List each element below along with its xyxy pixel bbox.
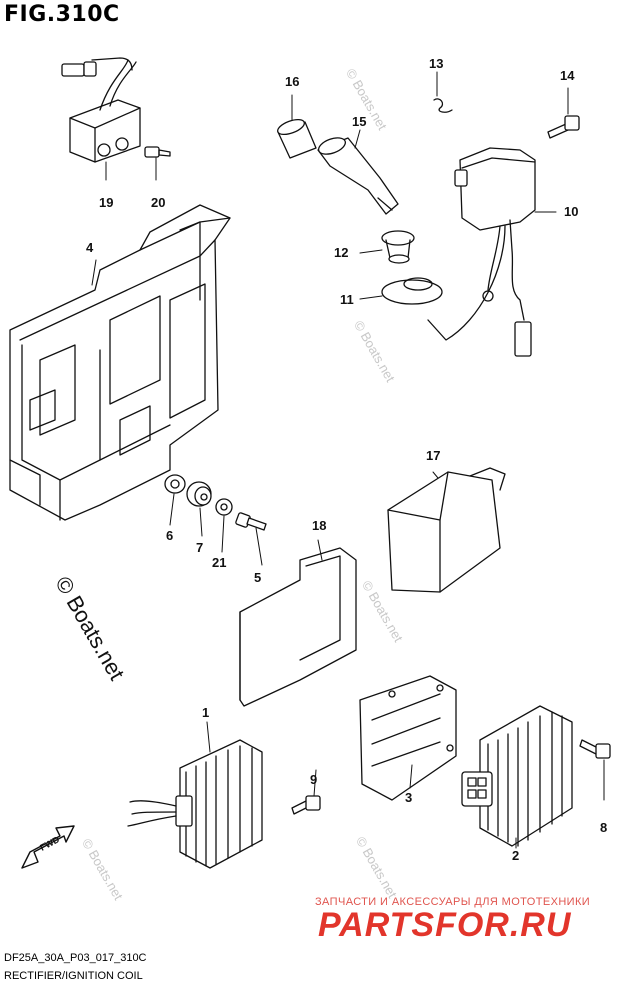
bolt-14-drawing	[547, 115, 580, 139]
forward-arrow-icon: FWD	[21, 825, 75, 869]
electrical-box-4-drawing	[9, 204, 231, 521]
callout-10: 10	[564, 204, 579, 219]
bracket-3-drawing	[359, 675, 457, 801]
callout-20: 20	[151, 195, 166, 210]
cushion-18-drawing	[239, 547, 357, 707]
callout-5: 5	[254, 570, 262, 585]
callout-15: 15	[352, 114, 367, 129]
screw-20-drawing	[144, 146, 171, 158]
shop-tagline: ЗАПЧАСТИ И АКСЕССУАРЫ ДЛЯ МОТОТЕХНИКИ	[315, 896, 591, 908]
callout-11: 11	[340, 292, 354, 307]
plug-cap-15-drawing	[317, 137, 399, 215]
regulator-2-drawing	[461, 705, 573, 847]
callout-4: 4	[86, 240, 94, 255]
nut-6-drawing	[164, 474, 186, 494]
ignition-coil-10-drawing	[427, 147, 536, 357]
washer-21-drawing	[215, 498, 233, 516]
callout-6: 6	[166, 528, 174, 543]
callout-2: 2	[512, 848, 520, 863]
callout-12: 12	[334, 245, 349, 260]
figure-caption: RECTIFIER/IGNITION COIL	[4, 970, 143, 982]
figure-title: FIG.310C	[4, 2, 120, 27]
callout-8: 8	[600, 820, 608, 835]
relay-19-drawing	[61, 57, 141, 163]
shop-logo: PARTSFOR.RU	[318, 906, 572, 944]
leader-lines	[91, 71, 605, 849]
callout-9: 9	[310, 772, 318, 787]
grommet-7-drawing	[186, 481, 212, 507]
callout-14: 14	[560, 68, 575, 83]
callout-18: 18	[312, 518, 327, 533]
bolt-8-drawing	[579, 739, 611, 759]
callout-7: 7	[196, 540, 204, 555]
bolt-5-drawing	[235, 512, 267, 531]
callout-1: 1	[202, 705, 210, 720]
bolt-9-drawing	[291, 795, 321, 815]
clip-13-drawing	[433, 98, 453, 113]
cdi-unit-17-drawing	[387, 467, 506, 593]
grommet-11-drawing	[381, 277, 443, 305]
callout-3: 3	[405, 790, 413, 805]
model-code: DF25A_30A_P03_017_310C	[4, 952, 147, 964]
callout-21: 21	[212, 555, 227, 570]
collar-12-drawing	[381, 230, 415, 264]
rectifier-1-drawing	[127, 739, 263, 869]
callout-13: 13	[429, 56, 444, 71]
callout-17: 17	[426, 448, 441, 463]
cap-16-drawing	[277, 118, 317, 159]
callout-16: 16	[285, 74, 300, 89]
callout-19: 19	[99, 195, 114, 210]
